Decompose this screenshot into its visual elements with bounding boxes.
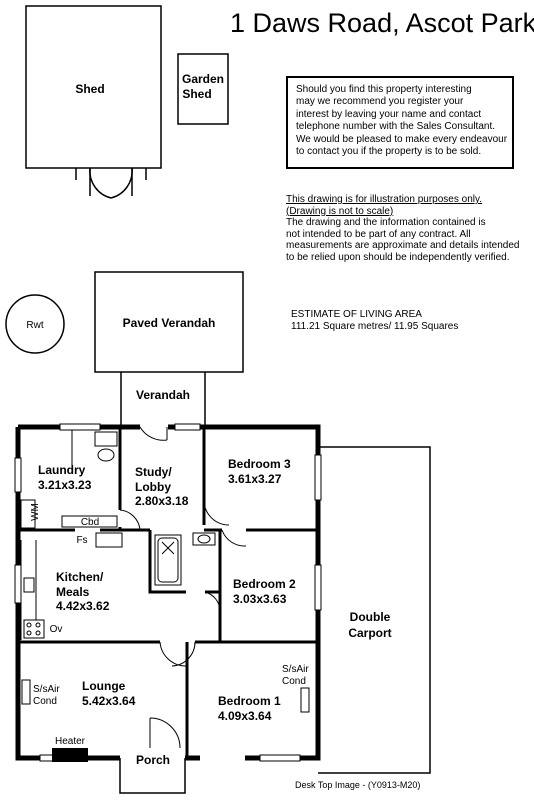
garden-shed-label: Garden [182, 72, 224, 86]
bedroom1-size: 4.09x3.64 [218, 709, 272, 723]
bedroom2-size: 3.03x3.63 [233, 592, 287, 606]
bedroom3-size: 3.61x3.27 [228, 472, 282, 486]
carport-label: Carport [348, 626, 391, 640]
bath-fixtures [154, 532, 216, 586]
door-swings [119, 426, 247, 749]
air-conditioner-bedroom1 [300, 687, 310, 713]
bedroom1-label: Bedroom 1 [218, 694, 281, 708]
ssair-label: S/sAir [282, 664, 309, 675]
laundry-fixtures [20, 430, 118, 529]
double-carport [318, 446, 431, 774]
shed-label: Shed [75, 82, 104, 96]
notice-line: to contact you if the property is to be … [296, 146, 482, 158]
study-label: Lobby [135, 480, 171, 494]
estimate-heading: ESTIMATE OF LIVING AREA [291, 309, 422, 320]
notice-line: may we recommend you register your [296, 96, 464, 108]
kitchen-label: Meals [56, 585, 90, 599]
notice-line: Should you find this property interestin… [296, 84, 472, 95]
kitchen-fixtures [20, 532, 123, 640]
fs-label: Fs [76, 535, 87, 546]
air-conditioner-lounge [21, 679, 31, 705]
interior-walls [18, 427, 318, 758]
notice-line: interest by leaving your name and contac… [296, 108, 482, 120]
notice-line: We would be pleased to make every endeav… [296, 133, 508, 145]
notice-line: telephone number with the Sales Consulta… [296, 121, 496, 133]
kitchen-label: Kitchen/ [56, 570, 104, 584]
laundry-label: Laundry [38, 463, 86, 477]
bedroom2-label: Bedroom 2 [233, 577, 296, 591]
carport-label: Double [350, 610, 391, 624]
porch-label: Porch [136, 753, 170, 767]
disclaimer-line: This drawing is for illustration purpose… [286, 194, 483, 205]
disclaimer-line: not intended to be part of any contract.… [286, 228, 471, 240]
ov-label: Ov [50, 624, 63, 635]
disclaimer-line: measurements are approximate and details… [286, 240, 520, 252]
living-area-estimate: ESTIMATE OF LIVING AREA 111.21 Square me… [291, 309, 458, 333]
rwt-label: Rwt [26, 320, 43, 331]
study-size: 2.80x3.18 [135, 494, 189, 508]
verandah-label: Verandah [136, 388, 190, 402]
lounge-label: Lounge [82, 679, 126, 693]
heater-label: Heater [55, 736, 86, 747]
kitchen-size: 4.42x3.62 [56, 599, 110, 613]
estimate-value: 111.21 Square metres/ 11.95 Squares [291, 321, 459, 332]
page-title: 1 Daws Road, Ascot Park [230, 8, 534, 38]
disclaimer-line: to be relied upon should be independentl… [286, 251, 510, 263]
notice-box: Should you find this property interestin… [286, 76, 514, 169]
garden-shed [177, 53, 229, 125]
ssair-label: S/sAir [33, 684, 60, 695]
disclaimer-line: (Drawing is not to scale) [286, 205, 394, 217]
disclaimer: This drawing is for illustration purpose… [286, 194, 526, 264]
footer-caption: Desk Top Image - (Y0913-M20) [295, 780, 421, 790]
bedroom3-label: Bedroom 3 [228, 457, 291, 471]
study-label: Study/ [135, 465, 172, 479]
shed [25, 5, 162, 199]
wm-label: WM [30, 503, 41, 521]
paved-verandah [94, 271, 244, 373]
disclaimer-line: The drawing and the information containe… [286, 217, 486, 229]
garden-shed-label: Shed [182, 87, 211, 101]
laundry-size: 3.21x3.23 [38, 478, 92, 492]
rainwater-tank [5, 294, 65, 354]
paved-verandah-label: Paved Verandah [123, 316, 216, 330]
ssair-label: Cond [282, 676, 306, 687]
cbd-label: Cbd [81, 517, 99, 528]
lounge-size: 5.42x3.64 [82, 694, 136, 708]
heater [52, 748, 88, 762]
porch [119, 758, 186, 794]
ssair-label: Cond [33, 696, 57, 707]
